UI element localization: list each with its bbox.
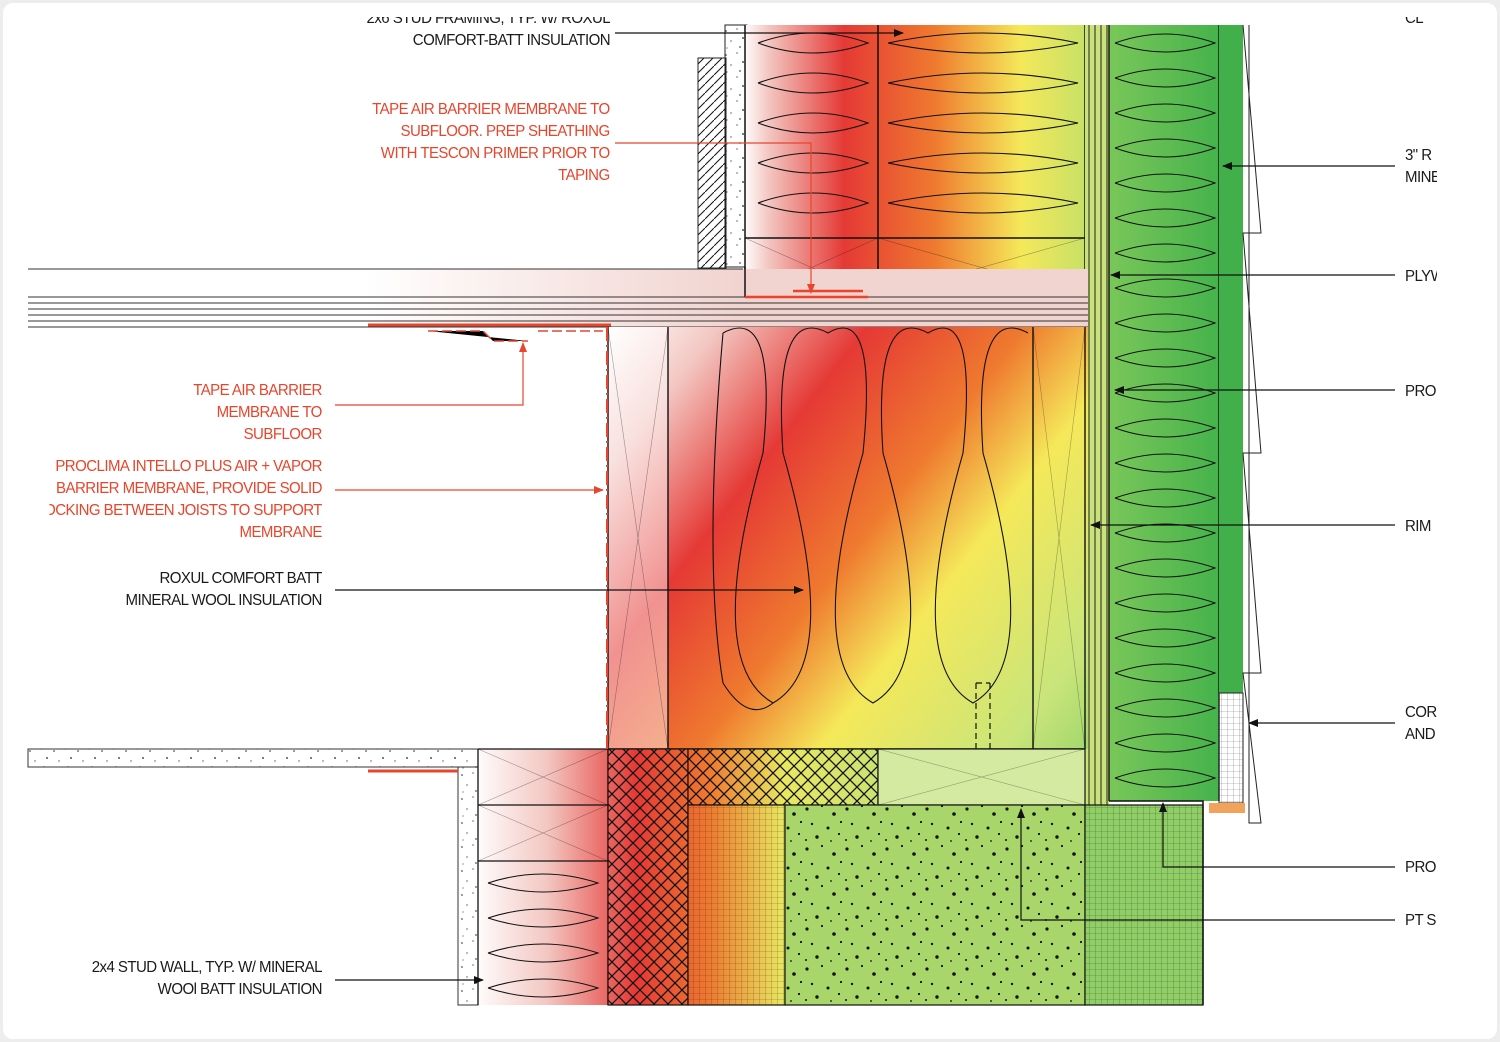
label-intello-membrane: PROCLIMA INTELLO PLUS AIR + VAPOR BARRIE… — [26, 456, 323, 544]
label-rim: RIM — [1405, 516, 1437, 538]
label-corrugated: COR AND — [1405, 702, 1437, 746]
label-line: PROCLIMA INTELLO PLUS AIR + VAPOR — [55, 458, 323, 475]
label-line: 2x6 STUD FRAMING, TYP. W/ ROXUL — [366, 10, 610, 27]
label-line: PRO — [1405, 383, 1436, 400]
label-line: COR — [1405, 704, 1437, 721]
label-line: PLYW — [1405, 268, 1437, 285]
label-line: CL — [1405, 10, 1424, 27]
label-line: BLOCKING BETWEEN JOISTS TO SUPPORT — [26, 502, 322, 519]
label-protect: PRO — [1405, 381, 1437, 403]
label-line: PRO — [1405, 859, 1436, 876]
label-line: AND — [1405, 726, 1436, 743]
label-line: TAPE AIR BARRIER MEMBRANE TO — [372, 101, 611, 118]
label-line: RIM — [1405, 518, 1431, 535]
leader-lines — [335, 29, 1395, 984]
label-line: WITH TESCON PRIMER PRIOR TO — [381, 145, 610, 162]
label-comfort-batt: 2x6 STUD FRAMING, TYP. W/ ROXUL COMFORT-… — [366, 10, 610, 52]
wall-section-diagram — [27, 24, 1395, 1006]
label-line: MINERAL WOOL INSULATION — [125, 592, 323, 609]
label-plywood: PLYW — [1405, 266, 1437, 288]
drawing-sheet: 2x6 STUD FRAMING, TYP. W/ ROXUL COMFORT-… — [3, 3, 1497, 1039]
exterior-insulation — [1085, 24, 1262, 824]
label-line: PT S — [1405, 912, 1436, 929]
label-stud-wall: 2x4 STUD WALL, TYP. W/ MINERAL WOOl BATT… — [91, 957, 323, 1001]
label-line: MEMBRANE TO — [216, 404, 323, 421]
label-pt-sill: PT S — [1405, 910, 1437, 932]
label-line: SUBFLOOR. PREP SHEATHING — [400, 123, 611, 140]
label-line: BARRIER MEMBRANE, PROVIDE SOLID — [56, 480, 323, 497]
label-line: COMFORT-BATT INSULATION — [412, 32, 610, 49]
air-barrier — [368, 289, 868, 773]
label-cladding: CL — [1405, 10, 1437, 30]
label-line: 3" R — [1405, 147, 1432, 164]
rim-joist-zone — [607, 326, 1088, 803]
label-protect-2: PRO — [1405, 857, 1437, 879]
label-roxul: ROXUL COMFORT BATT MINERAL WOOL INSULATI… — [125, 568, 323, 612]
label-line: SUBFLOOR — [243, 426, 323, 443]
label-line: MEMBRANE — [239, 524, 322, 541]
label-mineral-wool: 3" R MINE — [1405, 145, 1437, 189]
label-line: ROXUL COMFORT BATT — [159, 570, 323, 587]
label-tape-subfloor-prep: TAPE AIR BARRIER MEMBRANE TO SUBFLOOR. P… — [372, 99, 611, 187]
label-line: WOOl BATT INSULATION — [157, 981, 323, 998]
label-line: TAPE AIR BARRIER — [193, 382, 322, 399]
upper-wall — [697, 24, 1086, 298]
label-line: MINE — [1405, 169, 1437, 186]
label-tape-subfloor: TAPE AIR BARRIER MEMBRANE TO SUBFLOOR — [193, 380, 322, 446]
label-line: 2x4 STUD WALL, TYP. W/ MINERAL — [91, 959, 323, 976]
floor-assembly — [28, 267, 1088, 328]
label-line: TAPING — [558, 167, 611, 184]
foundation — [27, 748, 1204, 1006]
